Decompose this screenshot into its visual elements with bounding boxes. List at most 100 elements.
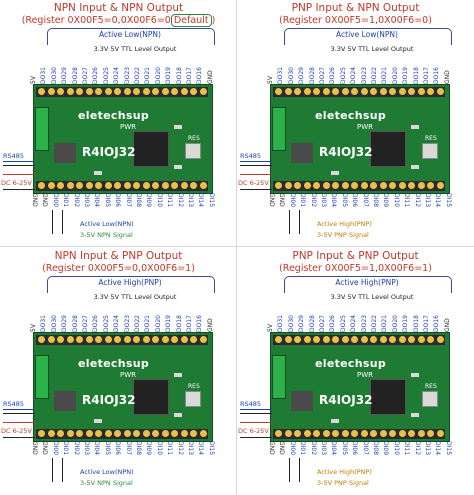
bottom-pin-label: DI09: [145, 193, 153, 208]
top-pin: DO29: [298, 302, 306, 332]
bottom-pin-label: DI15: [444, 441, 452, 456]
res-label: RES: [425, 383, 437, 390]
bottom-pin-label: DI06: [114, 193, 122, 208]
bottom-pin-label: GND: [278, 193, 286, 207]
bottom-pin: DI12: [176, 193, 184, 223]
panel-title: NPN Input & PNP Output: [54, 250, 183, 262]
top-pin-label: DO19: [165, 315, 173, 332]
ttl-level-label: 3.3V 5V TTL Level Output: [330, 45, 414, 53]
bottom-pin: DI12: [176, 441, 184, 471]
smd-part: [331, 171, 339, 175]
top-pin-label: DO19: [402, 315, 410, 332]
top-pin: 5V: [30, 54, 38, 84]
bottom-pin-label: DI12: [413, 441, 421, 456]
panel-register: (Register 0X00F5=0,0X00F6=1): [42, 263, 195, 274]
bottom-pin-label: DI11: [166, 193, 174, 208]
bottom-pin: DI14: [196, 193, 204, 223]
bottom-pin-label: DI05: [340, 193, 348, 208]
bottom-pin-label: DI13: [424, 193, 431, 208]
reset-button: [422, 143, 438, 159]
reset-button: [422, 391, 438, 407]
rs485-label: RS485: [3, 400, 25, 408]
bottom-pin-label: DI05: [103, 441, 111, 456]
input-switch: [289, 210, 308, 234]
bottom-pin: DI08: [371, 193, 379, 223]
bottom-pin: DI10: [392, 193, 400, 223]
bottom-pin-label: GND: [41, 193, 49, 207]
voltage-regulator: [291, 143, 313, 163]
bottom-pin-label: GND: [31, 193, 38, 207]
top-pin: DO21: [381, 54, 389, 84]
bottom-pin: DI15: [207, 193, 215, 223]
board-brand: eletechsup: [78, 357, 150, 370]
bottom-header: [36, 181, 208, 191]
top-pin: DO29: [298, 54, 306, 84]
bottom-pin-label: DI03: [83, 193, 90, 208]
dc-input-label: DC 6-25V: [238, 427, 269, 435]
ttl-level-label: 3.3V 5V TTL Level Output: [93, 293, 177, 301]
panel-title: PNP Input & PNP Output: [292, 250, 419, 262]
board-brand: eletechsup: [315, 357, 387, 370]
voltage-regulator: [54, 143, 76, 163]
top-pin-label: DO25: [102, 315, 110, 332]
top-pin-label: DO27: [82, 315, 89, 332]
top-pin: DO17: [186, 54, 194, 84]
output-bus-bracket: [284, 28, 452, 45]
bottom-pin-label: DI13: [187, 441, 194, 456]
bottom-pin: DI03: [82, 193, 90, 223]
bottom-pin: DI13: [423, 441, 431, 471]
top-pin: DO27: [319, 54, 327, 84]
rs485-wire-a: [3, 409, 35, 410]
board-model: R4IOJ32: [82, 145, 136, 159]
bottom-pin: DI09: [144, 441, 152, 471]
bottom-pin: GND: [40, 441, 48, 471]
smd-part: [94, 419, 102, 423]
res-label: RES: [188, 383, 200, 390]
bottom-header: [273, 429, 445, 439]
top-pin-label: DO25: [339, 315, 347, 332]
top-pin: DO30: [51, 302, 59, 332]
bottom-pin-label: GND: [278, 441, 286, 455]
top-pin: DO19: [402, 54, 410, 84]
board-model: R4IOJ32: [319, 145, 373, 159]
output-bus-bracket: [47, 276, 215, 293]
top-pin-label: DO16: [433, 315, 441, 332]
top-pin: DO23: [124, 302, 132, 332]
bottom-pin: GND: [267, 193, 275, 223]
input-switch: [289, 458, 308, 482]
top-header: [273, 335, 445, 345]
bottom-pin-label: DI10: [155, 441, 163, 456]
top-pin-label: DO17: [186, 315, 193, 332]
bottom-pin: GND: [267, 441, 275, 471]
top-pin: 5V: [267, 302, 275, 332]
res-label: RES: [425, 135, 437, 142]
bottom-pin-label: DI13: [424, 441, 431, 456]
top-pin-label: DO21: [144, 67, 152, 84]
rs485-wire-a: [3, 161, 35, 162]
pcb-board: eletechsup PWR R4IOJ32 RES: [270, 332, 450, 442]
top-pin: DO17: [186, 302, 194, 332]
bottom-pin-label: DI14: [197, 193, 205, 208]
top-pin-label: DO20: [391, 67, 399, 84]
bottom-pin: DI15: [444, 193, 452, 223]
top-pin: DO19: [165, 302, 173, 332]
bottom-pin-label: DI07: [361, 193, 369, 208]
top-pin: DO28: [72, 302, 80, 332]
top-pin: DO17: [423, 302, 431, 332]
pcb-board: eletechsup PWR R4IOJ32 RES: [270, 84, 450, 194]
top-pin: DO26: [92, 302, 100, 332]
power-wire-pos: [240, 174, 272, 175]
top-pin-label: DO31: [277, 67, 285, 84]
top-pin: DO31: [277, 302, 285, 332]
top-pin-label: DO20: [154, 67, 162, 84]
bottom-pin: DI10: [155, 193, 163, 223]
bottom-pin: DI10: [155, 441, 163, 471]
top-pin: DO17: [423, 54, 431, 84]
bottom-pin: DI08: [134, 193, 142, 223]
top-pin: DO20: [392, 54, 400, 84]
bottom-pin: DI06: [350, 441, 358, 471]
top-pin-label: DO21: [381, 67, 389, 84]
mcu-chip: [133, 131, 169, 167]
top-pin-label: 5V: [267, 324, 274, 332]
